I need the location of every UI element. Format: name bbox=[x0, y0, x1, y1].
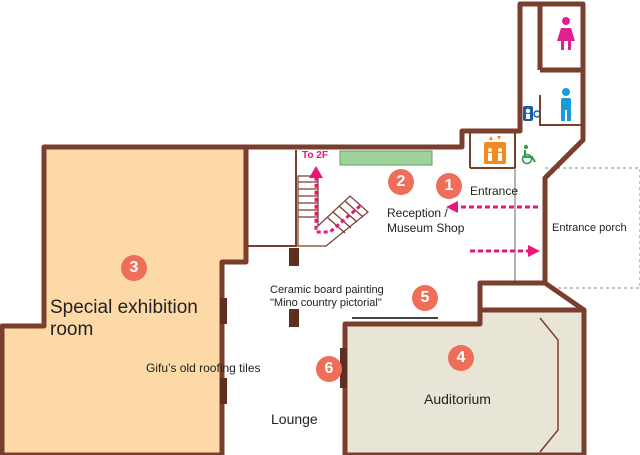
elevator-icon bbox=[484, 136, 506, 164]
special-exhibition-label-line1: Special exhibition bbox=[50, 297, 198, 318]
foyer-block bbox=[477, 280, 587, 313]
pillar bbox=[289, 248, 299, 266]
badge-entrance: 1 bbox=[436, 173, 462, 199]
stairs-to-2f-label: To 2F bbox=[302, 150, 328, 161]
auditorium-stage-curve bbox=[539, 317, 559, 453]
elevator-wall bbox=[469, 131, 516, 169]
pillar bbox=[340, 348, 347, 388]
badge-reception: 2 bbox=[388, 169, 414, 195]
route-arrowhead-up bbox=[309, 166, 323, 178]
reception-label-line1: Reception / bbox=[387, 206, 448, 220]
ceramic-painting-label-line2: "Mino country pictorial" bbox=[270, 297, 382, 309]
reception-counter bbox=[339, 150, 433, 166]
stair-wall bbox=[246, 150, 297, 247]
stair-step bbox=[344, 200, 364, 218]
special-exhibition-label-line2: room bbox=[50, 319, 94, 340]
entrance-arrowhead-out bbox=[528, 245, 540, 257]
pillar bbox=[220, 378, 227, 404]
male-restroom-icon bbox=[561, 88, 571, 121]
auditorium[interactable] bbox=[342, 307, 587, 455]
baby-care-icon bbox=[523, 106, 541, 121]
entrance-porch-label: Entrance porch bbox=[552, 222, 627, 234]
entrance-arrowhead-in bbox=[446, 201, 458, 213]
pillar bbox=[289, 309, 299, 327]
stair-step bbox=[338, 205, 358, 223]
route-to-2f bbox=[314, 178, 361, 234]
entrance-label: Entrance bbox=[470, 184, 519, 198]
badge-ceramic-painting: 5 bbox=[412, 285, 438, 311]
reception-label-line2: Museum Shop bbox=[387, 221, 465, 235]
pillar bbox=[220, 298, 227, 324]
wheelchair-icon bbox=[518, 143, 540, 165]
badge-roofing-tiles: 6 bbox=[316, 356, 342, 382]
badge-auditorium: 4 bbox=[448, 345, 474, 371]
stair-outline bbox=[297, 175, 369, 247]
building-outline-upper bbox=[246, 1, 586, 283]
roofing-tiles-label: Gifu’s old roofing tiles bbox=[146, 361, 261, 375]
staircase[interactable] bbox=[297, 175, 369, 247]
toilet-wall bbox=[539, 95, 583, 126]
auditorium-label: Auditorium bbox=[424, 391, 491, 407]
badge-special-exhibition: 3 bbox=[121, 255, 147, 281]
female-restroom-icon bbox=[557, 17, 575, 50]
ceramic-painting-label-line1: Ceramic board painting bbox=[270, 284, 384, 296]
lounge-label: Lounge bbox=[271, 411, 318, 427]
